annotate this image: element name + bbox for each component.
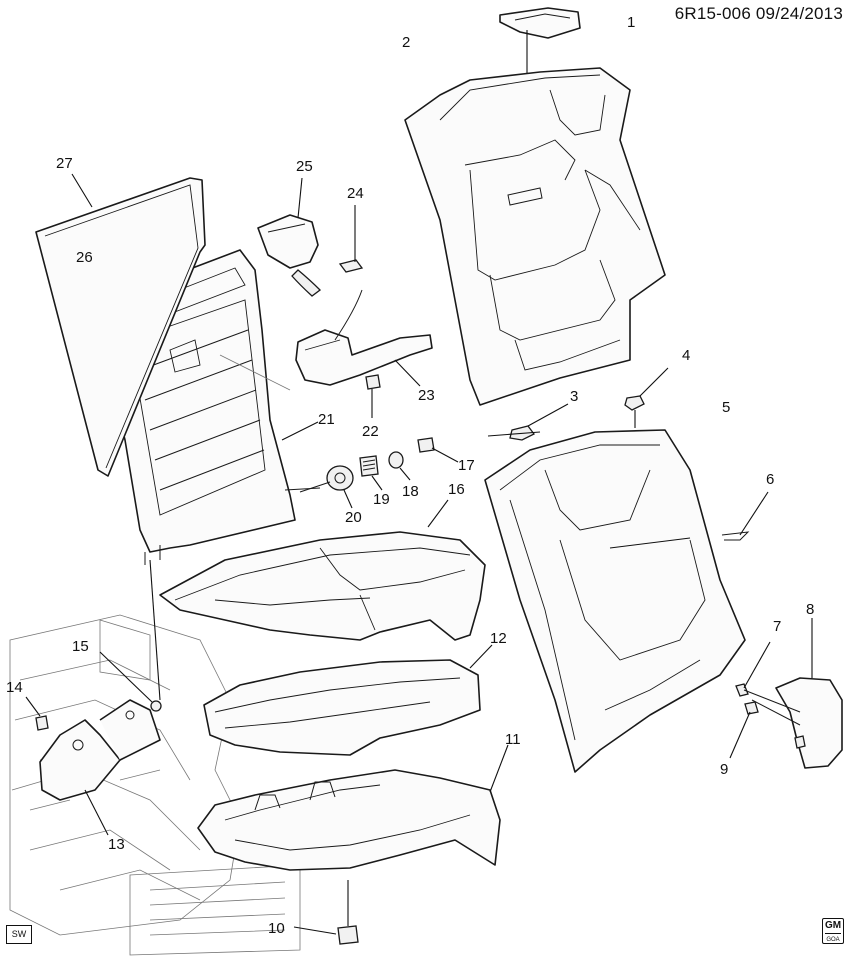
callout-6: 6: [766, 471, 774, 488]
callout-21: 21: [318, 411, 335, 428]
part-4-retainer: [624, 367, 669, 428]
callout-7: 7: [773, 618, 781, 635]
callout-19: 19: [373, 491, 390, 508]
callout-8: 8: [806, 601, 814, 618]
part-8-headrest: [743, 618, 843, 769]
callout-10: 10: [268, 920, 285, 937]
callout-18: 18: [402, 483, 419, 500]
callout-13: 13: [108, 836, 125, 853]
part-16-seat-cushion-cover: [159, 499, 486, 641]
gm-logo-main: GM: [824, 920, 842, 931]
callout-24: 24: [347, 185, 364, 202]
part-6-wire: [721, 491, 769, 541]
part-3-clip: [487, 403, 569, 441]
callout-3: 3: [570, 388, 578, 405]
part-14-nut: [25, 696, 49, 731]
part-9-headrest-guide-lower: [729, 701, 759, 759]
part-19-spring: [359, 455, 383, 491]
callout-25: 25: [296, 158, 313, 175]
part-27-seat-back-panel: [35, 173, 206, 477]
callout-15: 15: [72, 638, 89, 655]
part-18-washer: [388, 451, 411, 481]
part-17-bolt: [417, 437, 459, 463]
callout-labels: 1 2 3 4 5 6 7 8 9 10 11 12 13 14 15 16 1…: [6, 14, 814, 937]
part-22-screw: [365, 374, 381, 418]
part-12-seat-cushion-pad: [203, 644, 493, 756]
part-23-actuator: [295, 289, 433, 387]
part-2-seat-back-pad: [404, 67, 666, 406]
part-5-seat-back-cover: [484, 429, 746, 773]
gm-logo-sub: GOA: [825, 933, 841, 946]
callout-26: 26: [76, 249, 93, 266]
part-13-seat-latch-bracket: [39, 699, 161, 836]
part-11-seat-cushion-pan: [197, 744, 509, 871]
callout-12: 12: [490, 630, 507, 647]
callout-17: 17: [458, 457, 475, 474]
diagram-header: 6R15-006 09/24/2013: [675, 4, 843, 24]
part-25-latch: [257, 177, 321, 297]
diagram-id: 6R15-006: [674, 4, 751, 23]
callout-11: 11: [505, 731, 521, 748]
part-20-bushing-washer: [299, 465, 354, 509]
part-10-push-pin: [293, 880, 359, 945]
callout-16: 16: [448, 481, 465, 498]
callout-27: 27: [56, 155, 73, 172]
part-15-bushing: [99, 559, 162, 712]
part-24-bolt: [338, 205, 364, 273]
callout-22: 22: [362, 423, 379, 440]
callout-5: 5: [722, 399, 730, 416]
callout-14: 14: [6, 679, 23, 696]
callout-2: 2: [402, 34, 410, 51]
sw-badge: SW: [6, 925, 32, 944]
callout-20: 20: [345, 509, 362, 526]
callout-23: 23: [418, 387, 435, 404]
callout-9: 9: [720, 761, 728, 778]
callout-4: 4: [682, 347, 690, 364]
callout-1: 1: [627, 14, 635, 31]
part-7-headrest-guide: [735, 641, 771, 697]
gm-logo: GM GOA: [822, 918, 844, 944]
diagram-date: 09/24/2013: [755, 4, 843, 23]
